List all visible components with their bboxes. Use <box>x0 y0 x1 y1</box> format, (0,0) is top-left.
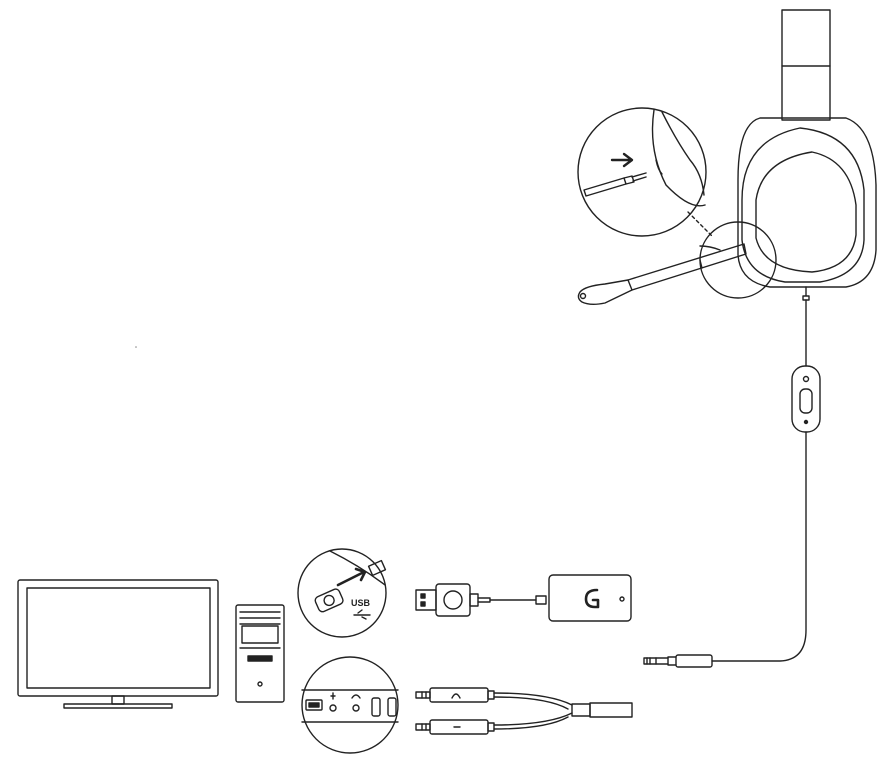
mute-switch <box>799 388 813 414</box>
headset <box>643 9 877 668</box>
usb-audio-adapter <box>415 574 632 622</box>
adapter-headset-icon <box>443 590 463 610</box>
mic-jack-zoom-detail <box>577 107 707 237</box>
microphone-boom <box>577 243 747 305</box>
splitter-headphone-icon <box>451 693 461 699</box>
usb-trident-icon <box>353 609 371 620</box>
headband <box>781 9 831 121</box>
earcup-outer <box>737 117 877 288</box>
cable-lower <box>711 431 807 662</box>
stray-mark <box>135 346 137 348</box>
ear-cushion <box>741 127 865 283</box>
mic-mute-icon <box>802 375 810 383</box>
adapter-status-led-icon <box>619 596 625 602</box>
tv-monitor <box>17 579 219 709</box>
pc-tower <box>235 604 285 703</box>
usb-port-label: USB <box>351 598 371 608</box>
usb-plug-icon <box>314 588 344 613</box>
y-splitter-cable <box>415 687 633 735</box>
headset-cable <box>802 286 810 301</box>
audio-jack-zoom <box>301 656 399 754</box>
headphone-port-icon <box>351 694 361 699</box>
logitech-g-logo <box>584 588 600 609</box>
pc-front-ports <box>247 655 273 662</box>
power-button-icon <box>257 681 263 687</box>
mic-jack-zoom-small <box>699 221 777 299</box>
ear-cushion-inner <box>755 151 857 273</box>
insert-arrow-icon <box>610 152 634 168</box>
control-indicator <box>803 419 809 425</box>
headset-3.5mm-plug <box>643 654 713 668</box>
zoom-leader-line <box>687 211 713 237</box>
usb-insert-arrow-icon <box>336 567 367 587</box>
usb-port-zoom: USB <box>297 548 387 638</box>
mic-port-icon <box>330 692 336 700</box>
